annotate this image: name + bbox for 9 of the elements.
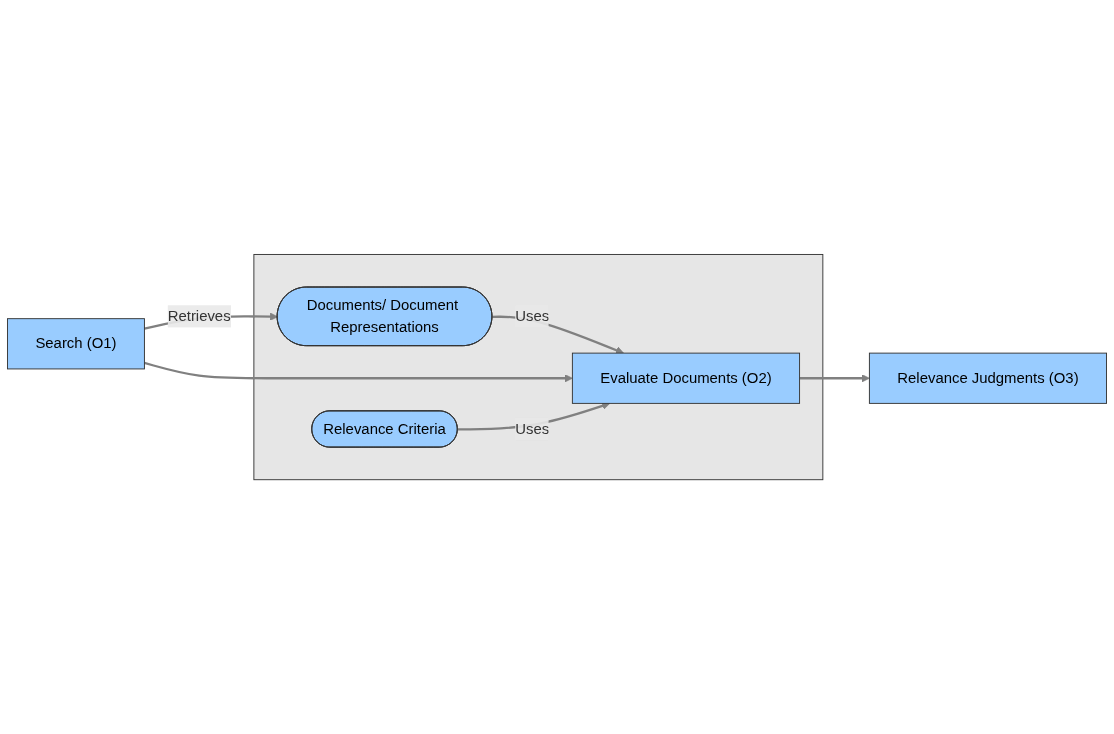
arrow (144, 361, 573, 383)
node-box: Evaluate Documents (O2) (571, 352, 801, 404)
edge-label: Retrieves (167, 307, 231, 324)
edge-label: Uses (515, 307, 550, 324)
node-box: Relevance Judgments (O3) (868, 352, 1107, 404)
edge-label: Uses (515, 420, 550, 437)
arrow (799, 374, 870, 383)
cluster (253, 253, 824, 481)
node-box: Search (O1) (7, 318, 145, 370)
